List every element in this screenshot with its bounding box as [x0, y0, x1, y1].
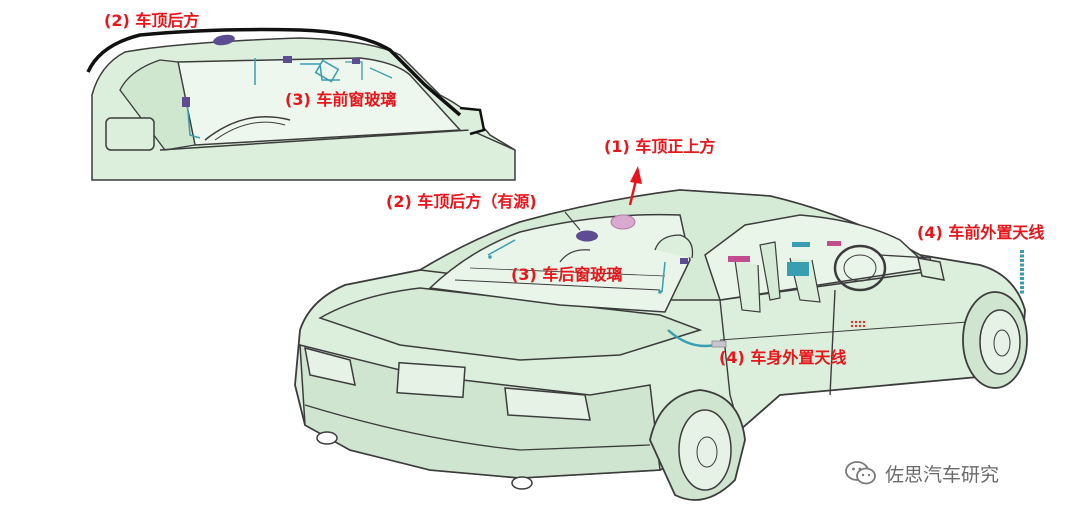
- watermark-text: 佐思汽车研究: [885, 463, 1000, 486]
- watermark: 佐思汽车研究: [845, 458, 999, 488]
- license-plate: [396, 361, 466, 399]
- rear-windshield-antenna-pattern: [487, 239, 666, 293]
- side-windows: [704, 214, 932, 301]
- label-front-exterior-antenna: (4) 车前外置天线: [917, 223, 1045, 242]
- inset-roof-edge: [86, 27, 462, 117]
- rear-windshield: [428, 213, 691, 313]
- label-front-windshield: (3) 车前窗玻璃: [285, 90, 397, 109]
- label-roof-top: (1) 车顶正上方: [604, 137, 716, 156]
- body-exterior-antenna: [667, 329, 716, 348]
- label-roof-rear-inset: (2) 车顶后方: [104, 11, 200, 30]
- front-wheel: [962, 291, 1028, 389]
- tail-light-left: [304, 346, 356, 386]
- door-handle: [850, 320, 866, 328]
- roof-rear-active-antenna: [576, 230, 598, 242]
- label-roof-rear-active: (2) 车顶后方（有源): [386, 192, 537, 211]
- main-car-view: [294, 166, 1028, 501]
- label-body-exterior-antenna: (4) 车身外置天线: [719, 348, 847, 367]
- label-rear-windshield: (3) 车后窗玻璃: [511, 265, 623, 284]
- inset-side-mirror: [105, 117, 155, 151]
- inset-windshield: [177, 57, 462, 146]
- inset-windshield-view: [86, 20, 516, 182]
- roof-top-arrow: [628, 179, 638, 206]
- rear-wheel: [649, 389, 746, 501]
- wechat-icon: [845, 461, 876, 485]
- steering-wheel: [833, 244, 887, 292]
- inset-roof-rear-antenna: [213, 34, 235, 46]
- side-mirror: [917, 257, 945, 281]
- tail-light-right: [504, 387, 591, 421]
- roof-top-antenna: [610, 214, 636, 230]
